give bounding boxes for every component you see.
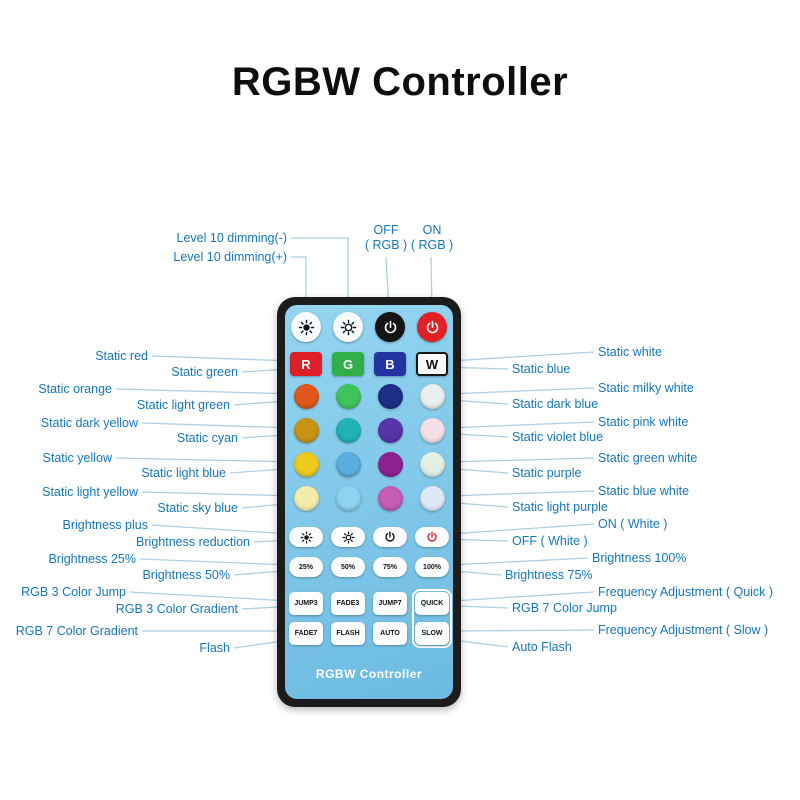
label-brightness-50: Brightness 50% <box>142 568 230 582</box>
label-static-green-white: Static green white <box>598 451 698 465</box>
label-static-green: Static green <box>171 365 238 379</box>
jump7-button: JUMP7 <box>373 592 407 615</box>
remote-brand-text: RGBW Controller <box>315 667 423 681</box>
sun-icon <box>340 319 356 335</box>
static-light-yellow-button <box>294 486 319 511</box>
power-icon <box>427 531 437 542</box>
label-frequency-adjustment-quick: Frequency Adjustment ( Quick ) <box>598 585 774 599</box>
brightness-50-button: 50% <box>331 557 365 577</box>
label-brightness-100: Brightness 100% <box>592 551 687 565</box>
label-on-white: ON ( White ) <box>598 517 668 531</box>
label-flash: Flash <box>199 641 230 655</box>
static-violet-blue-button <box>378 418 403 443</box>
label-static-yellow: Static yellow <box>42 451 112 465</box>
label-rgb3-color-gradient: RGB 3 Color Gradient <box>115 602 238 616</box>
label-static-dark-blue: Static dark blue <box>512 397 599 411</box>
label-level-10-dimming-plus: Level 10 dimming(+) <box>173 250 287 264</box>
static-orange-button <box>294 384 319 409</box>
static-dark-blue-button <box>378 384 403 409</box>
quick-button: QUICK <box>415 592 449 615</box>
flash-button: FLASH <box>331 622 365 645</box>
slow-button: SLOW <box>415 622 449 645</box>
remote-face: R G B W <box>285 305 453 699</box>
static-light-purple-button <box>378 486 403 511</box>
brightness-75-button: 75% <box>373 557 407 577</box>
label-on-rgb-line1: ON <box>422 223 442 237</box>
static-yellow-button <box>294 452 319 477</box>
brightness-plus-button <box>289 527 323 547</box>
power-on-white-button <box>415 527 449 547</box>
label-off-rgb-line2: ( RGB ) <box>364 238 408 252</box>
label-brightness-25: Brightness 25% <box>48 552 136 566</box>
label-static-white: Static white <box>598 345 662 359</box>
static-blue-white-button <box>420 486 445 511</box>
static-cyan-button <box>336 418 361 443</box>
brightness-reduction-button <box>331 527 365 547</box>
sun-icon <box>299 530 313 544</box>
sun-icon <box>298 319 314 335</box>
label-static-red: Static red <box>95 349 148 363</box>
fade7-button: FADE7 <box>289 622 323 645</box>
label-static-light-yellow: Static light yellow <box>42 485 138 499</box>
power-icon <box>384 320 396 333</box>
label-static-blue-white: Static blue white <box>598 484 690 498</box>
brightness-100-button: 100% <box>415 557 449 577</box>
label-static-milky-white: Static milky white <box>598 381 694 395</box>
label-on-rgb: ON ( RGB ) <box>404 223 460 253</box>
static-red-button: R <box>290 352 322 376</box>
label-static-blue: Static blue <box>512 362 571 376</box>
label-brightness-reduction: Brightness reduction <box>136 535 250 549</box>
label-static-light-green: Static light green <box>136 398 230 412</box>
page-title: RGBW Controller <box>231 60 569 104</box>
static-pink-white-button <box>420 418 445 443</box>
dimming-plus-button <box>291 312 321 342</box>
auto-button: AUTO <box>373 622 407 645</box>
brightness-25-button: 25% <box>289 557 323 577</box>
label-off-white: OFF ( White ) <box>512 534 588 548</box>
label-brightness-75: Brightness 75% <box>505 568 593 582</box>
label-rgb7-color-jump: RGB 7 Color Jump <box>512 601 617 615</box>
label-brightness-plus: Brightness plus <box>62 518 148 532</box>
label-static-dark-yellow: Static dark yellow <box>40 416 138 430</box>
label-static-light-blue: Static light blue <box>141 466 226 480</box>
static-light-green-button <box>336 384 361 409</box>
label-on-rgb-line2: ( RGB ) <box>410 238 454 252</box>
label-level-10-dimming-minus: Level 10 dimming(-) <box>176 231 287 245</box>
static-blue-button: B <box>374 352 406 376</box>
jump3-button: JUMP3 <box>289 592 323 615</box>
label-static-purple: Static purple <box>512 466 582 480</box>
fade3-button: FADE3 <box>331 592 365 615</box>
static-light-blue-button <box>336 452 361 477</box>
sun-icon <box>341 530 355 544</box>
speed-button-group-outline <box>412 589 452 648</box>
static-purple-button <box>378 452 403 477</box>
remote-body: R G B W <box>277 297 461 707</box>
label-auto-flash: Auto Flash <box>512 640 572 654</box>
power-icon <box>385 531 395 542</box>
power-on-rgb-button <box>417 312 447 342</box>
power-off-rgb-button <box>375 312 405 342</box>
label-rgb3-color-jump: RGB 3 Color Jump <box>21 585 126 599</box>
power-off-white-button <box>373 527 407 547</box>
static-milky-white-button <box>420 384 445 409</box>
label-static-pink-white: Static pink white <box>598 415 689 429</box>
label-off-rgb-line1: OFF <box>373 223 399 237</box>
static-sky-blue-button <box>336 486 361 511</box>
static-green-white-button <box>420 452 445 477</box>
static-dark-yellow-button <box>294 418 319 443</box>
label-static-orange: Static orange <box>38 382 112 396</box>
power-icon <box>426 320 438 333</box>
label-static-sky-blue: Static sky blue <box>157 501 238 515</box>
label-static-violet-blue: Static violet blue <box>512 430 604 444</box>
label-static-light-purple: Static light purple <box>512 500 608 514</box>
label-off-rgb: OFF ( RGB ) <box>357 223 415 253</box>
dimming-minus-button <box>333 312 363 342</box>
static-white-button: W <box>416 352 448 376</box>
static-green-button: G <box>332 352 364 376</box>
label-static-cyan: Static cyan <box>176 431 238 445</box>
label-frequency-adjustment-slow: Frequency Adjustment ( Slow ) <box>598 623 769 637</box>
label-rgb7-color-gradient: RGB 7 Color Gradient <box>15 624 138 638</box>
